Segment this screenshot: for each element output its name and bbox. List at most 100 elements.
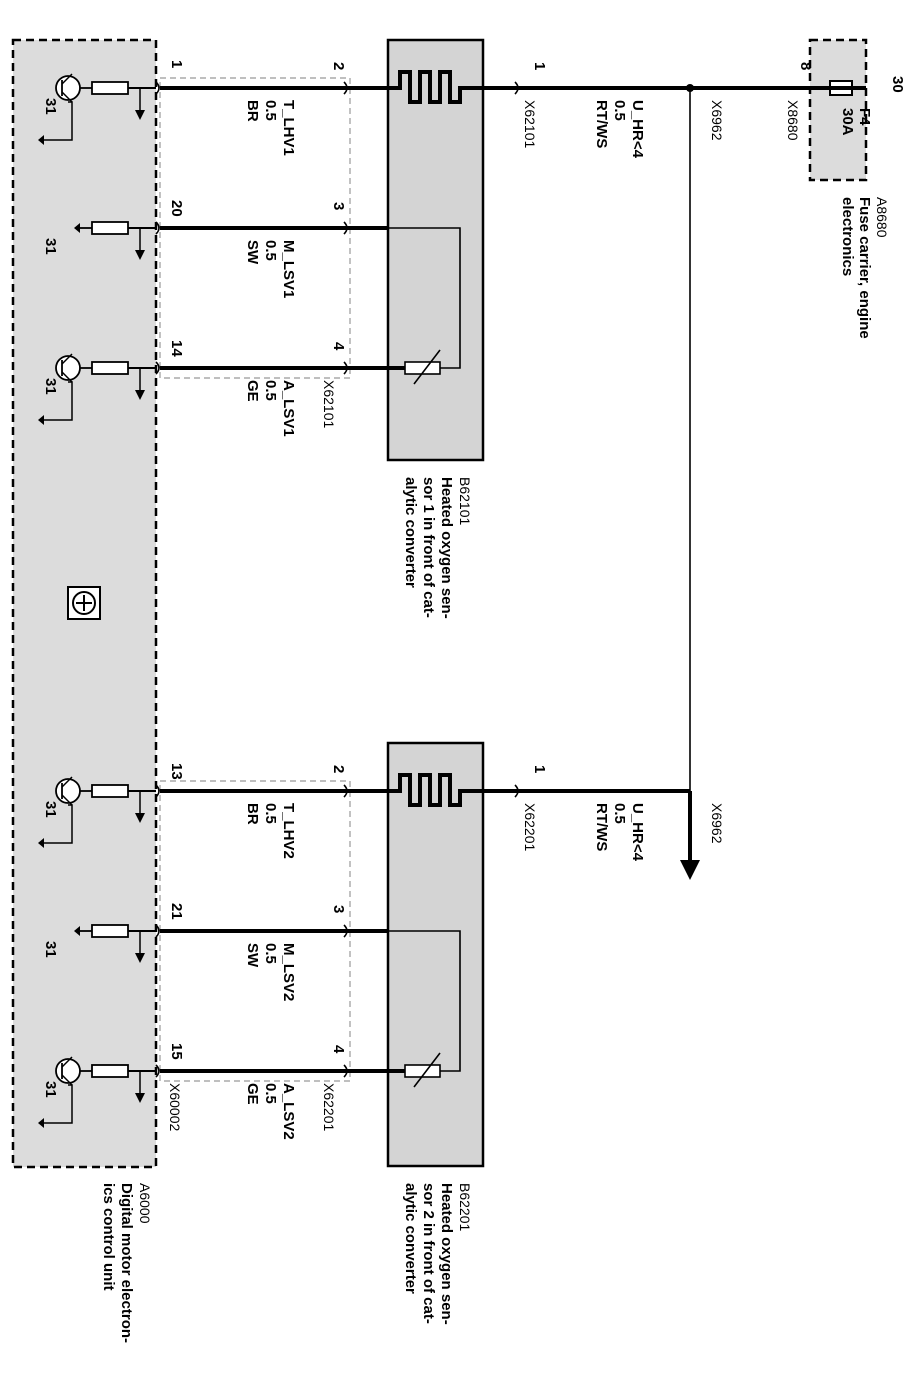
a8680-body [810, 40, 866, 180]
control-unit-symbol-icon [67, 586, 101, 620]
svg-text:GE: GE [244, 1083, 261, 1105]
wire-label-m-lsv2: M_LSV2 0.5 SW [244, 943, 297, 1001]
svg-text:M_LSV1: M_LSV1 [280, 240, 297, 298]
connector-x62201-left: X62201 [321, 1083, 337, 1131]
svg-text:U_HR<4: U_HR<4 [629, 803, 646, 862]
ground-icon [38, 1118, 44, 1128]
resistor-icon [91, 784, 129, 798]
splice-dot [686, 84, 694, 92]
svg-text:BR: BR [244, 100, 261, 122]
svg-text:0.5: 0.5 [262, 380, 279, 401]
a8680-outline [808, 38, 868, 182]
splice-x6962-top: X6962 [709, 100, 725, 141]
ground-label: 31 [42, 378, 59, 395]
svg-text:0.5: 0.5 [262, 100, 279, 121]
connector-x60002: X60002 [167, 1083, 183, 1131]
svg-text:RT/WS: RT/WS [593, 100, 610, 148]
svg-text:T_LHV1: T_LHV1 [280, 100, 297, 156]
svg-text:SW: SW [244, 240, 261, 265]
heater-element-1-icon [393, 70, 483, 104]
ecu-pin-1: 1 [168, 60, 185, 68]
resistor-icon [91, 221, 129, 235]
arrow-icon [135, 813, 145, 823]
wire-label-m-lsv1: M_LSV1 0.5 SW [244, 240, 297, 298]
b62101-body [386, 38, 485, 462]
ground-label: 31 [42, 238, 59, 255]
svg-text:BR: BR [244, 803, 261, 825]
svg-text:SW: SW [244, 943, 261, 968]
svg-text:0.5: 0.5 [262, 1083, 279, 1104]
arrow-icon [135, 390, 145, 400]
svg-text:Digital motor electron-: Digital motor electron- [118, 1183, 135, 1343]
transistor-icon [55, 1058, 81, 1084]
connector-x8680: X8680 [785, 100, 801, 141]
svg-text:M_LSV2: M_LSV2 [280, 943, 297, 1001]
a6000-outline [11, 38, 158, 1169]
wire-label-t-lhv2: T_LHV2 0.5 BR [244, 803, 297, 859]
ground-label: 31 [42, 1081, 59, 1098]
svg-text:electronics: electronics [839, 197, 856, 276]
resistor-icon [91, 361, 129, 375]
transistor-icon [55, 75, 81, 101]
connector-x62101-left: X62101 [321, 380, 337, 428]
svg-text:A8680: A8680 [874, 197, 890, 238]
a8680-description: A8680 Fuse carrier, engine electronics [839, 197, 890, 339]
sensor-pin-4a: 4 [330, 342, 347, 351]
connector-x62201-right: X62201 [522, 803, 538, 851]
sensor-pin-2a: 2 [330, 62, 347, 70]
supply-pin-1b: 1 [531, 765, 548, 773]
b62201-body [386, 741, 485, 1168]
svg-text:alytic converter: alytic converter [402, 477, 419, 588]
svg-text:sor 1 in front of cat-: sor 1 in front of cat- [420, 477, 437, 618]
arrow-icon [135, 1093, 145, 1103]
ground-label: 31 [42, 801, 59, 818]
sensor-pin-3b: 3 [330, 905, 347, 913]
sensor-pin-2b: 2 [330, 765, 347, 773]
ecu-pin-15: 15 [168, 1043, 185, 1060]
resistor-icon [91, 81, 129, 95]
ecu-pin-20: 20 [168, 200, 185, 217]
arrow-icon [135, 250, 145, 260]
pin-marks [155, 81, 519, 1078]
ground-icon [74, 223, 80, 233]
svg-text:0.5: 0.5 [611, 100, 628, 121]
ground-icon [74, 926, 80, 936]
svg-text:T_LHV2: T_LHV2 [280, 803, 297, 859]
wire-label-t-lhv1: T_LHV1 0.5 BR [244, 100, 297, 156]
connector-x62101-right: X62101 [522, 100, 538, 148]
fuse-terminal-30: 30 [889, 76, 906, 93]
supply-pin-1a: 1 [531, 62, 548, 70]
ecu-pin-14: 14 [168, 340, 185, 357]
svg-text:0.5: 0.5 [262, 943, 279, 964]
svg-text:A_LSV1: A_LSV1 [280, 380, 297, 437]
fuse-30a-label: 30A [839, 108, 856, 136]
heater-element-2-icon [393, 773, 483, 807]
b62101-description: B62101 Heated oxygen sen- sor 1 in front… [402, 477, 473, 619]
ecu-pin-21: 21 [168, 903, 185, 920]
svg-text:0.5: 0.5 [262, 240, 279, 261]
a6000-description: A6000 Digital motor electron- ics contro… [100, 1183, 153, 1343]
svg-text:alytic converter: alytic converter [402, 1183, 419, 1294]
ground-icon [38, 135, 44, 145]
svg-text:Fuse carrier, engine: Fuse carrier, engine [856, 197, 873, 339]
svg-text:0.5: 0.5 [611, 803, 628, 824]
supply-label-1: U_HR<4 0.5 RT/WS [593, 100, 646, 159]
svg-text:B62101: B62101 [457, 477, 473, 525]
splice-x6962-bottom: X6962 [709, 803, 725, 844]
svg-text:Heated oxygen sen-: Heated oxygen sen- [438, 1183, 455, 1325]
sensing-element-2-icon [380, 930, 461, 1088]
wire-label-a-lsv2: A_LSV2 0.5 GE [244, 1083, 297, 1140]
resistor-icon [91, 1064, 129, 1078]
supply-label-2: U_HR<4 0.5 RT/WS [593, 803, 646, 862]
ground-icon [38, 415, 44, 425]
ecu-pin-13: 13 [168, 763, 185, 780]
ground-icon [38, 838, 44, 848]
resistor-icon [91, 924, 129, 938]
svg-text:RT/WS: RT/WS [593, 803, 610, 851]
continuation-arrow-icon [680, 860, 700, 880]
svg-text:B62201: B62201 [457, 1183, 473, 1231]
arrow-icon [135, 953, 145, 963]
sensor-pin-3a: 3 [330, 202, 347, 210]
